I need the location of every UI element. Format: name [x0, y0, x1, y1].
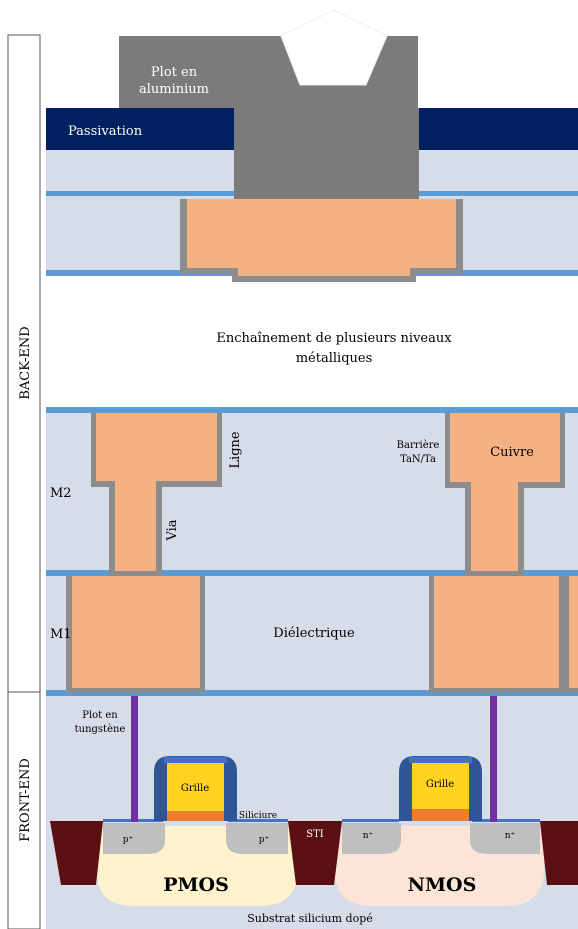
m1-label: M1 — [50, 627, 72, 642]
passivation-layer-right — [418, 108, 578, 150]
back-end-label: BACK-END — [18, 326, 33, 399]
silicide-pmos-drain — [228, 819, 288, 822]
m1-edge-copper — [569, 576, 578, 688]
pmos-drain — [226, 823, 288, 854]
via-label: Via — [165, 519, 180, 541]
tungsten-plug-left — [131, 696, 138, 822]
pmos-gate-label: Grille — [181, 783, 209, 794]
sti-right — [540, 821, 578, 885]
pmos-source — [103, 823, 165, 854]
silicide-label: Siliciure — [239, 811, 277, 821]
m1-right-copper — [434, 576, 559, 688]
nmos-gate-oxide — [412, 809, 469, 821]
front-end-dielectric — [46, 696, 578, 821]
dielectric-label: Diélectrique — [273, 626, 355, 641]
m1-left-copper — [72, 576, 200, 688]
nmos-drain — [470, 823, 540, 854]
pmos-gate-oxide — [167, 811, 224, 821]
p-plus-left-label: p⁺ — [123, 835, 134, 845]
sti-label: STI — [306, 829, 324, 840]
silicide-nmos-source — [342, 819, 399, 822]
substrate-label: Substrat silicium dopé — [247, 912, 373, 925]
tungsten-label-line1: Plot en — [82, 710, 118, 721]
pmos-label: PMOS — [163, 874, 229, 896]
nmos-source — [342, 823, 401, 854]
m2-label: M2 — [50, 486, 72, 501]
ligne-label: Ligne — [228, 431, 243, 468]
sti-center — [288, 821, 342, 885]
nmos-gate — [412, 763, 469, 809]
n-plus-left-label: n⁺ — [363, 831, 374, 841]
silicide-nmos-drain — [472, 819, 540, 822]
nmos-gate-label: Grille — [426, 779, 454, 790]
m2-m1-barrier-line — [46, 570, 578, 576]
tungsten-label-line2: tungstène — [75, 724, 126, 735]
m2-right-copper — [450, 413, 560, 571]
m2-top-barrier-line — [46, 407, 578, 413]
tungsten-plug-right — [490, 696, 497, 822]
aluminium-pad — [119, 36, 419, 199]
barrier-label-line1: Barrière — [397, 440, 440, 451]
metal-levels-text-line2: métalliques — [296, 351, 373, 366]
m1-bottom-barrier-line — [46, 690, 578, 696]
p-plus-right-label: p⁺ — [259, 835, 270, 845]
nmos-label: NMOS — [408, 874, 477, 896]
barrier-label-line2: TaN/Ta — [400, 454, 436, 465]
top-copper-line — [187, 199, 456, 276]
front-end-label: FRONT-END — [18, 758, 33, 842]
back-end-bracket: BACK-END — [7, 34, 41, 693]
pad-label-line2: aluminium — [139, 82, 209, 97]
passivation-layer-left — [46, 108, 236, 150]
nmos-gate-stack: Grille — [399, 756, 482, 821]
metal-levels-text-line1: Enchaînement de plusieurs niveaux — [216, 331, 452, 346]
pmos-gate-stack: Grille — [154, 756, 237, 821]
sti-left — [50, 821, 103, 885]
n-plus-right-label: n⁺ — [505, 831, 516, 841]
passivation-label: Passivation — [68, 124, 143, 139]
pmos-gate — [167, 763, 224, 811]
m2-left-copper — [96, 413, 217, 571]
pad-label-line1: Plot en — [151, 65, 198, 80]
front-end-bracket: FRONT-END — [7, 691, 41, 929]
copper-label: Cuivre — [490, 445, 534, 460]
pad-opening — [280, 9, 388, 86]
